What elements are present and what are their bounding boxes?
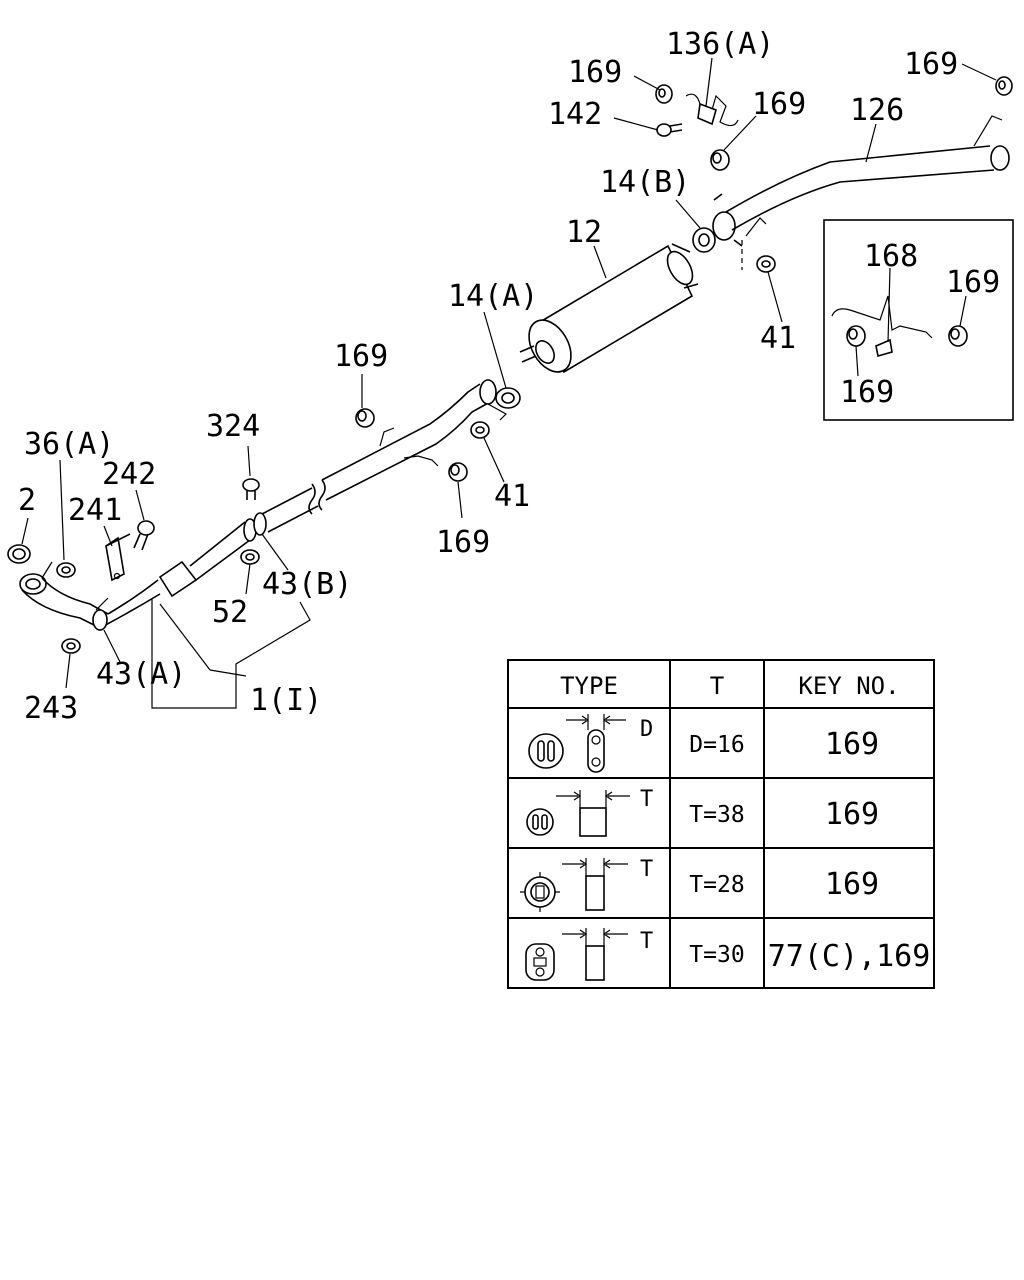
inset-callout-169-b: 169 xyxy=(840,375,894,410)
front-exhaust-pipe xyxy=(19,379,507,631)
callout-14b: 14(B) xyxy=(600,165,690,200)
row2-t: T=38 xyxy=(689,802,744,828)
row3-key: 169 xyxy=(825,867,879,902)
bolt-142 xyxy=(656,123,683,137)
rubber-hanger-169-top1 xyxy=(655,84,673,104)
callout-12: 12 xyxy=(566,215,602,250)
type-icon-d16: D xyxy=(528,714,653,773)
callout-169-top1: 169 xyxy=(568,55,622,90)
table-header-key-no: KEY NO. xyxy=(798,672,899,700)
row2-key: 169 xyxy=(825,797,879,832)
nut-41-right xyxy=(756,255,776,273)
row3-dim-label: T xyxy=(640,857,653,882)
row3-t: T=28 xyxy=(689,872,744,898)
gasket-2 xyxy=(7,544,31,564)
callout-241: 241 xyxy=(68,493,122,528)
rubber-hanger-169-mid xyxy=(355,408,375,428)
row1-dim-label: D xyxy=(640,717,653,742)
callout-169-mid: 169 xyxy=(334,339,388,374)
nut-41-mid xyxy=(470,421,490,439)
gasket-14b xyxy=(692,227,716,253)
callout-242: 242 xyxy=(102,457,156,492)
nut-52 xyxy=(240,549,260,565)
type-icon-t38: T xyxy=(526,787,653,837)
row4-dim-label: T xyxy=(640,929,653,954)
rubber-hanger-169-top2 xyxy=(710,149,730,171)
table-header-type: TYPE xyxy=(560,672,618,700)
row1-key: 169 xyxy=(825,727,879,762)
type-table: TYPE T KEY NO. D D=16 169 T xyxy=(507,659,935,989)
row1-t: D=16 xyxy=(689,732,744,758)
gasket-14a xyxy=(495,387,521,409)
callout-324: 324 xyxy=(206,409,260,444)
callout-136a: 136(A) xyxy=(666,27,774,62)
callout-126: 126 xyxy=(850,93,904,128)
row4-key: 77(C),169 xyxy=(768,939,931,974)
callout-1: 1(I) xyxy=(250,683,322,718)
row4-t: T=30 xyxy=(689,942,744,968)
tail-pipe-126 xyxy=(712,115,1010,270)
inset-callout-168: 168 xyxy=(864,239,918,274)
leader-lines xyxy=(21,57,997,709)
inset-callout-169-a: 169 xyxy=(946,265,1000,300)
callout-142: 142 xyxy=(548,97,602,132)
hanger-136a xyxy=(685,93,739,127)
nut-243 xyxy=(61,638,81,654)
inset-frame xyxy=(823,219,1014,421)
callout-41-right: 41 xyxy=(760,321,796,356)
bracket-241 xyxy=(105,533,131,582)
callout-169-top2: 169 xyxy=(752,87,806,122)
callout-52: 52 xyxy=(212,595,248,630)
row2-dim-label: T xyxy=(640,787,653,812)
callout-36a: 36(A) xyxy=(24,427,114,462)
table-header-t: T xyxy=(710,672,724,700)
type-icon-t28: T xyxy=(520,857,653,912)
callout-169-lower: 169 xyxy=(436,525,490,560)
nut-36a xyxy=(56,562,76,578)
callout-41-mid: 41 xyxy=(494,479,530,514)
callout-43a: 43(A) xyxy=(96,657,186,692)
bolt-242 xyxy=(133,520,155,551)
muffler-12 xyxy=(519,243,699,374)
bolt-324 xyxy=(242,478,260,500)
callout-labels: 136(A) 169 142 169 169 126 14(B) 12 14(A… xyxy=(18,27,958,726)
rubber-hanger-169-lower xyxy=(448,462,468,482)
rubber-hanger-169-topright xyxy=(995,76,1013,96)
callout-43b: 43(B) xyxy=(262,567,352,602)
inset-detail: 168 169 169 xyxy=(823,219,1014,421)
callout-169-topright: 169 xyxy=(904,47,958,82)
callout-14a: 14(A) xyxy=(448,279,538,314)
callout-2: 2 xyxy=(18,483,36,518)
callout-243: 243 xyxy=(24,691,78,726)
type-icon-t30: T xyxy=(525,928,653,981)
